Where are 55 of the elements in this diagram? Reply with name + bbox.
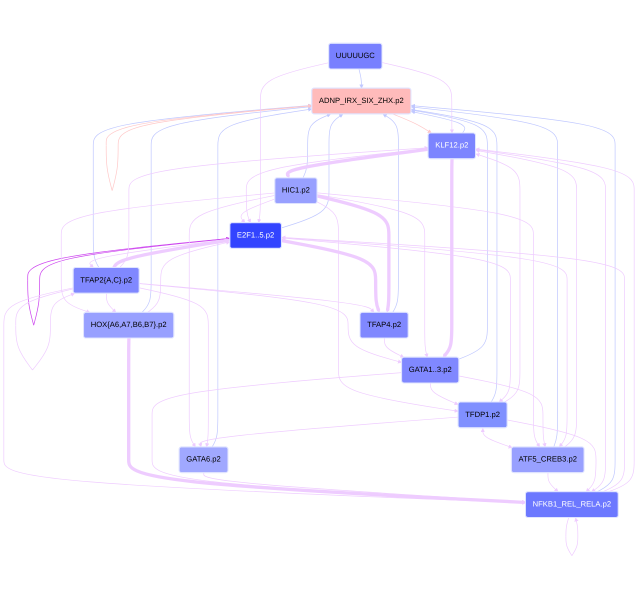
arrow <box>281 236 511 402</box>
arrow <box>358 68 364 89</box>
arrow <box>139 288 210 448</box>
arrow <box>60 192 276 314</box>
arrow <box>410 108 498 403</box>
arrow <box>240 198 276 224</box>
arrow <box>475 149 606 492</box>
arrow <box>382 114 399 313</box>
arrow <box>476 147 635 492</box>
arrow <box>410 105 558 448</box>
arrow <box>286 148 429 178</box>
arrow <box>410 108 488 360</box>
arrow <box>119 146 428 268</box>
arrow <box>127 338 526 504</box>
arrow <box>27 236 230 326</box>
arrow <box>139 283 374 313</box>
arrow <box>246 148 429 224</box>
arrow <box>139 283 402 364</box>
arrow <box>212 107 312 448</box>
arrow <box>442 158 454 358</box>
arrow <box>198 416 459 448</box>
arrow <box>458 376 546 448</box>
arrow <box>146 240 230 313</box>
arrow <box>548 472 558 492</box>
arrow <box>316 194 428 358</box>
arrow <box>281 114 344 228</box>
arrow <box>566 517 578 556</box>
arrow <box>257 62 330 224</box>
arrow <box>281 238 380 313</box>
arrow <box>15 288 76 370</box>
arrow <box>476 153 520 403</box>
arrow <box>141 104 312 313</box>
arrow <box>382 62 454 134</box>
arrow <box>188 195 276 448</box>
arrow <box>507 420 596 492</box>
arrow <box>316 194 391 313</box>
arrow <box>476 148 577 448</box>
arrow <box>392 114 432 134</box>
arrow <box>316 192 540 448</box>
arrow <box>112 238 230 268</box>
arrow <box>281 236 568 448</box>
arrow <box>3 287 526 505</box>
arrow <box>410 104 616 492</box>
arrow <box>106 293 116 313</box>
arrow <box>203 472 526 504</box>
arrow <box>302 114 331 178</box>
arrow <box>384 338 404 358</box>
arrow <box>281 235 625 492</box>
arrow <box>89 238 230 268</box>
arrow <box>106 104 312 191</box>
arrow <box>92 104 312 268</box>
arrow <box>316 202 459 413</box>
arrow <box>430 382 459 406</box>
arrow <box>480 428 513 448</box>
arrow <box>410 110 466 134</box>
